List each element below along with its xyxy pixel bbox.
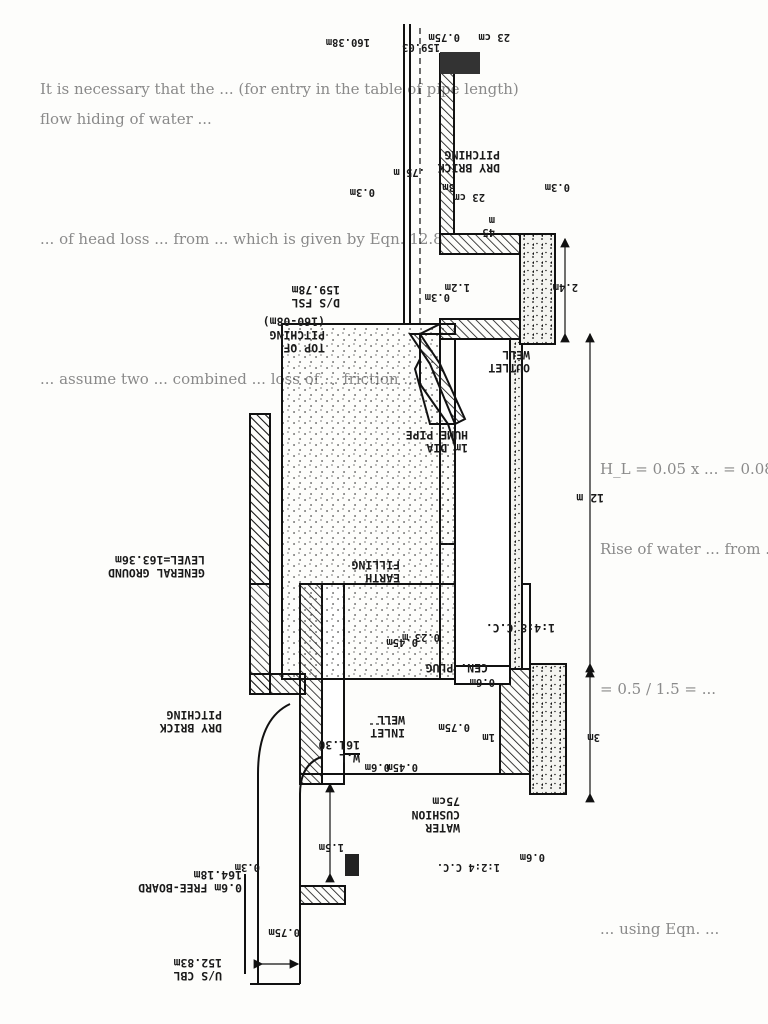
inlet-well-front-wall xyxy=(249,413,271,585)
ds-pitching-slope xyxy=(408,333,467,426)
bg-line: H_L = 0.05 x ... = 0.08 + 1.0 = 1.52 m xyxy=(600,460,768,478)
label-dim-03-top: 0.3m xyxy=(350,186,375,198)
outlet-well xyxy=(439,233,556,345)
bg-line: It is necessary that the ... (for entry … xyxy=(40,80,519,98)
label-dim-075-us: 0.75m xyxy=(268,926,300,938)
label-water-cushion: WATERCUSHION75cm xyxy=(411,795,460,835)
label-dim-23cm-top: 23 cm xyxy=(478,31,510,43)
label-dim-075-well: 0.75m xyxy=(438,721,470,733)
label-general-ground: GENERAL GROUNDLEVEL=163.36m xyxy=(108,553,205,580)
label-dry-brick-pitching-ds: DRY BRICKPITCHING xyxy=(438,148,500,175)
label-dim-075-top: 0.75m xyxy=(428,31,460,43)
label-hume-pipe: 1m DIAHUME PIPE xyxy=(406,428,468,455)
label-dim-2-4: 2.4m xyxy=(553,281,578,293)
label-dim-023: 0.23 m xyxy=(402,631,440,643)
label-dim-06-bottom: 0.6m xyxy=(520,851,545,863)
label-dim-03-us: 0.3m xyxy=(235,861,260,873)
label-free-board: 0.6m FREE-BOARD164.18m xyxy=(138,868,242,895)
ds-pitching-bed xyxy=(439,53,455,235)
label-dim-23cm-mid: 23 cm xyxy=(453,191,485,203)
label-ds-fsl: D/S FSL159.78m xyxy=(291,283,340,310)
label-wl: W.L161.30 xyxy=(318,738,360,765)
label-level-159: 159.03 xyxy=(402,41,440,53)
background-text: It is necessary that the ... (for entry … xyxy=(40,80,768,938)
label-cc-124: 1:2:4 C.C. xyxy=(437,861,500,873)
label-outlet-well: OUTLETWELL xyxy=(488,348,530,375)
label-inlet-well: INLETWELL xyxy=(370,713,405,740)
inlet-curve-outer xyxy=(257,703,291,874)
label-earth-filling: EARTHFILLING xyxy=(351,558,400,585)
label-dim-45: 45m xyxy=(482,214,495,238)
label-us-cbl: U/S CBL152.83m xyxy=(173,956,222,983)
label-dry-brick-pitching-us: DRY BRICKPITCHING xyxy=(160,708,222,735)
label-dim-06-plug: 0.6m xyxy=(470,676,495,688)
label-dim-045-right: 0.45m xyxy=(386,636,418,648)
hume-pipe-body xyxy=(454,338,511,670)
label-dim-1m: 1m xyxy=(482,731,495,743)
label-dim-75: .75 m xyxy=(393,166,425,178)
outlet-well-downstream-wall xyxy=(439,233,521,255)
bg-line: Rise of water ... from ... xyxy=(600,540,768,558)
label-dim-03-right: 0.3m xyxy=(545,181,570,193)
bg-line: ... using Eqn. ... xyxy=(600,920,719,938)
hume-pipe-cc-bed xyxy=(509,338,523,670)
drawing-labels: U/S CBL152.83m 0.6m FREE-BOARD164.18m 0.… xyxy=(108,31,604,983)
label-level-160: 160.38m xyxy=(326,36,370,48)
label-dim-3m-ds: 3m xyxy=(442,181,455,193)
us-pitching-block xyxy=(299,885,346,905)
label-dim-12-outlet: 1.2m xyxy=(445,281,470,293)
label-dim-06-inlet: 0.6m xyxy=(365,761,390,773)
inlet-base-concrete xyxy=(529,663,567,795)
label-dim-3m-inlet: 3m xyxy=(587,731,600,743)
label-cen-plug: CEN. PLUG xyxy=(426,661,488,675)
label-cc-148: 1:4:8 C.C. xyxy=(486,621,555,635)
bg-line: flow hiding of water ... xyxy=(40,110,212,128)
bg-line: = 0.5 / 1.5 = ... xyxy=(600,680,716,698)
downstream-channel xyxy=(403,24,480,324)
outlet-base-concrete xyxy=(519,233,556,345)
us-toe-wall xyxy=(345,854,359,876)
label-dim-03-outlet: 0.3m xyxy=(425,291,450,303)
bg-line: ... of head loss ... from ... which is g… xyxy=(40,230,443,248)
label-dim-12m: 12 m xyxy=(576,491,604,505)
label-dim-1-5: 1.5m xyxy=(319,841,344,853)
label-top-pitching: TOP OFPITCHING(160-08m) xyxy=(263,315,325,355)
label-dim-045-left: 0.45m xyxy=(386,761,418,773)
cen-plug xyxy=(454,665,511,685)
dimension-lines xyxy=(253,237,595,969)
ds-toe-wall xyxy=(440,52,480,74)
